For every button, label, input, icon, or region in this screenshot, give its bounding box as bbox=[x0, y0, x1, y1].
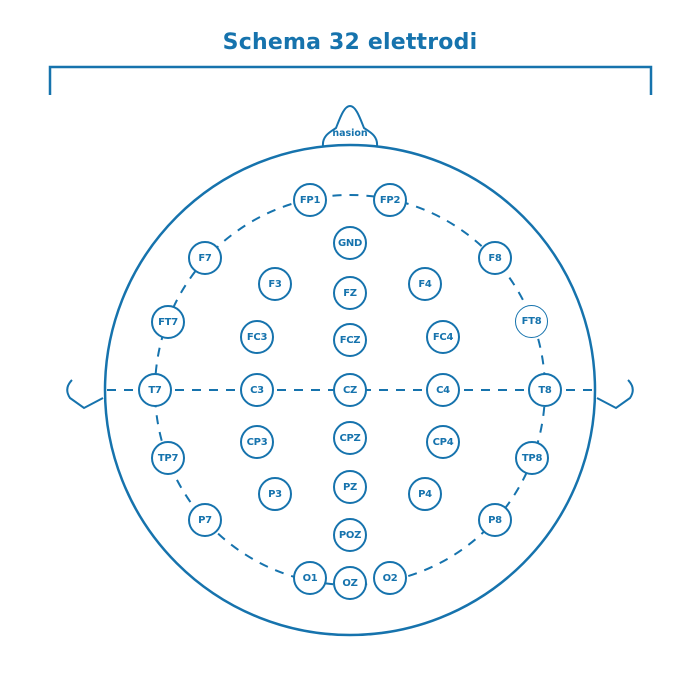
electrode-c4: C4 bbox=[426, 373, 460, 407]
electrode-p4: P4 bbox=[408, 477, 442, 511]
electrode-c3: C3 bbox=[240, 373, 274, 407]
electrode-cp3: CP3 bbox=[240, 425, 274, 459]
electrode-fc4: FC4 bbox=[426, 320, 460, 354]
electrode-fc3: FC3 bbox=[240, 320, 274, 354]
electrode-fz: FZ bbox=[333, 276, 367, 310]
electrode-tp7: TP7 bbox=[151, 441, 185, 475]
diagram-title: Schema 32 elettrodi bbox=[222, 30, 478, 55]
electrode-fp2: FP2 bbox=[373, 183, 407, 217]
electrode-p3: P3 bbox=[258, 477, 292, 511]
electrode-tp8: TP8 bbox=[515, 441, 549, 475]
electrode-f3: F3 bbox=[258, 267, 292, 301]
electrode-cpz: CPZ bbox=[333, 421, 367, 455]
electrode-o1: O1 bbox=[293, 561, 327, 595]
nasion-label: nasion bbox=[332, 128, 368, 139]
right-ear bbox=[596, 379, 634, 410]
left-ear bbox=[66, 379, 104, 410]
head-outline bbox=[103, 143, 597, 637]
electrode-p7: P7 bbox=[188, 503, 222, 537]
electrode-ft7: FT7 bbox=[151, 305, 185, 339]
electrode-pz: PZ bbox=[333, 470, 367, 504]
electrode-oz: OZ bbox=[333, 566, 367, 600]
electrode-poz: POZ bbox=[333, 518, 367, 552]
electrode-p8: P8 bbox=[478, 503, 512, 537]
electrode-o2: O2 bbox=[373, 561, 407, 595]
electrode-cz: CZ bbox=[333, 373, 367, 407]
electrode-ft8: FT8 bbox=[515, 305, 548, 338]
electrode-f4: F4 bbox=[408, 267, 442, 301]
electrode-gnd: GND bbox=[333, 226, 367, 260]
electrode-cp4: CP4 bbox=[426, 425, 460, 459]
electrode-fcz: FCZ bbox=[333, 323, 367, 357]
electrode-t8: T8 bbox=[528, 373, 562, 407]
electrode-fp1: FP1 bbox=[293, 183, 327, 217]
electrode-t7: T7 bbox=[138, 373, 172, 407]
electrode-f8: F8 bbox=[478, 241, 512, 275]
title-bracket bbox=[48, 65, 653, 95]
nasion-bump bbox=[321, 104, 379, 147]
electrode-f7: F7 bbox=[188, 241, 222, 275]
